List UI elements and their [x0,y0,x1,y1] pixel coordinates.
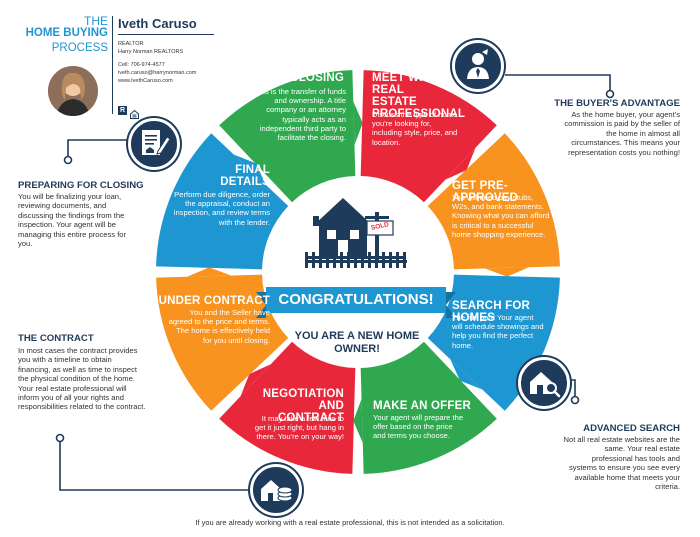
segment-under [156,274,289,411]
segment-meet-title: MEET WITH A REAL ESTATE PROFESSIONAL [372,72,466,120]
agent-website[interactable]: www.IvethCaruso.com [118,78,173,84]
segment-closing-arrow [353,101,363,146]
segment-under-arrow [187,267,232,277]
agent-email[interactable]: iveth.caruso@harrynorman.com [118,70,197,76]
segment-negotiation-title: NEGOTIATION AND CONTRACT [262,388,344,424]
house-icon [305,198,407,268]
congrats-banner: CONGRATULATIONS! [256,287,456,318]
avatar [48,66,98,116]
advanced-text: Not all real estate websites are the sam… [563,435,681,492]
agent-role: REALTOR [118,41,144,47]
new-owner-text: YOU ARE A NEW HOME OWNER! [294,330,420,355]
segment-offer-text: Your agent will prepare the offer based … [373,413,464,441]
connector-dot-advanced [570,395,580,405]
segment-final [156,133,289,270]
advanced-title: ADVANCED SEARCH [583,423,680,434]
segment-final-text: Perform due diligence, order the apprais… [173,190,270,227]
agent-name: Iveth Caruso [118,16,197,31]
segment-search-title: SEARCH FOR HOMES [452,300,531,324]
segment-negotiation-text: It may take a few tries to get it just r… [254,414,344,442]
segment-preapproved [427,133,560,270]
title-line2: HOME BUYING [25,27,108,39]
agent-person-icon [467,49,489,79]
segment-offer-title: MAKE AN OFFER [373,400,472,412]
segment-closing [219,70,356,203]
segment-meet [360,70,497,203]
connector-dot-preparing [63,155,73,165]
agent-person-badge [452,40,504,92]
document-pen-icon [142,130,171,155]
segment-offer [360,341,497,474]
segment-under-title: UNDER CONTRACT [158,295,270,307]
name-underline [118,34,214,35]
segment-preapproved-text: You will need pay stubs, W2s, and bank s… [452,193,550,239]
header-divider [112,16,113,114]
segment-meet-text: Discuss the type of home you're looking … [372,110,458,147]
connector-preparing [67,139,144,158]
house-search-badge [518,357,570,409]
advantage-text: As the home buyer, your agent's commissi… [564,110,680,157]
header: THE HOME BUYING PROCESS Iveth Caruso REA… [26,14,220,124]
preparing-text: You will be finalizing your loan, review… [18,192,127,249]
segment-final-arrow [233,154,266,185]
segment-under-text: You and the Seller have agreed to the pr… [168,308,270,345]
wheel-center [266,180,450,364]
segment-search-text: The fun part! Your agent will schedule s… [452,313,544,350]
document-pen-badge [128,118,180,170]
banner-fold-left [256,292,266,318]
connector-dot-advantage [605,89,615,99]
equal-housing-icon [130,106,139,119]
title-line1: THE [84,14,108,28]
preparing-title: PREPARING FOR CLOSING [18,180,144,191]
agent-phone: Cell: 706-974-4577 [118,62,165,68]
segment-closing-title: CLOSING [290,72,344,84]
connector-contract [59,440,255,491]
segment-preapproved-title: GET PRE-APPROVED [452,180,519,204]
agency-name: Harry Norman REALTORS [118,49,184,55]
congrats-text: CONGRATULATIONS! [278,291,434,308]
segment-final-title: FINAL DETAILS [220,164,270,188]
title-line3: PROCESS [51,42,108,54]
contract-text: In most cases the contract provides you … [18,346,146,412]
segment-offer-arrow [353,398,363,443]
realtor-logo-icon: R [118,106,127,115]
segment-negotiation-arrow [240,364,271,397]
connector-advantage [505,74,611,92]
connector-dot-contract [55,433,65,443]
house-money-badge [250,464,302,516]
segment-negotiation [219,341,356,474]
advantage-title: THE BUYER'S ADVANTAGE [554,98,680,109]
banner-fold-right [446,292,456,318]
contract-title: THE CONTRACT [18,333,94,344]
segment-search-arrow [450,359,483,390]
segment-preapproved-arrow [484,267,529,277]
segment-closing-text: This is the transfer of funds and owners… [254,87,346,143]
house-money-icon [261,480,293,502]
segment-meet-arrow [445,147,476,180]
house-search-icon [530,372,561,398]
footer-disclaimer: If you are already working with a real e… [195,518,505,527]
